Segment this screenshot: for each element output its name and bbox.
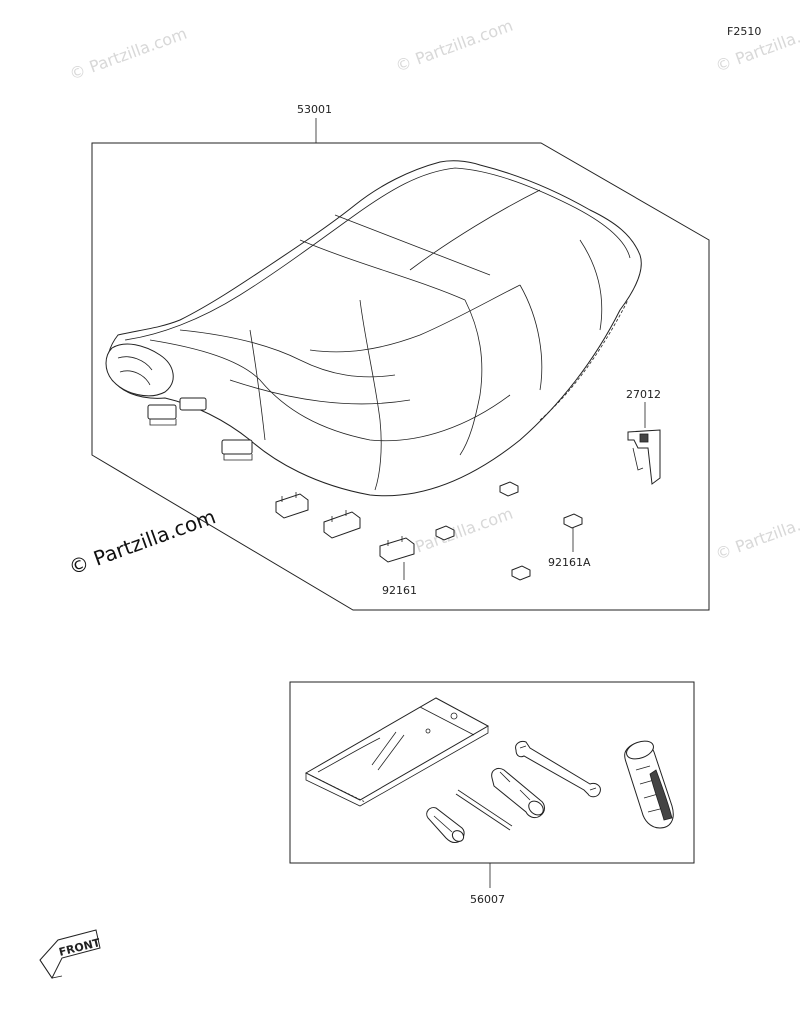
damper-callout-label: 92161 bbox=[382, 584, 417, 597]
screwdriver-drawing bbox=[455, 789, 513, 831]
seat-tab-3 bbox=[221, 439, 253, 455]
tool-kit-group: 56007 bbox=[289, 681, 695, 906]
seat-tab-2 bbox=[179, 397, 207, 411]
watermark-main: © Partzilla.com bbox=[66, 504, 219, 579]
small-damper-drawing bbox=[435, 481, 583, 581]
hook-callout-label: 27012 bbox=[626, 388, 661, 401]
seat-group-frame bbox=[91, 142, 710, 611]
damper-a-callout-label: 92161A bbox=[548, 556, 591, 569]
rubber-damper-drawing bbox=[275, 492, 415, 563]
seat-callout-label: 53001 bbox=[297, 103, 332, 116]
hook-drawing bbox=[627, 429, 661, 485]
wrench-drawing bbox=[515, 741, 601, 798]
spark-plug-wrench-drawing bbox=[491, 767, 545, 819]
seat-group: 53001 bbox=[91, 103, 710, 611]
seat-tab-1 bbox=[147, 404, 177, 420]
seat-assembly-drawing bbox=[105, 160, 642, 497]
watermark-top-left: © Partzilla.com bbox=[67, 24, 190, 84]
tool-kit-callout-label: 56007 bbox=[470, 893, 505, 906]
watermark-middle-right: © Partzilla.com bbox=[713, 504, 800, 564]
grip-handle-drawing bbox=[624, 740, 674, 829]
front-arrow-icon: FRONT bbox=[39, 929, 102, 979]
tool-kit-frame bbox=[289, 681, 695, 864]
figure-code: F2510 bbox=[727, 25, 761, 38]
tool-bag-drawing bbox=[304, 697, 490, 807]
handle-drawing bbox=[426, 807, 465, 843]
watermark-top-center: © Partzilla.com bbox=[393, 16, 516, 76]
